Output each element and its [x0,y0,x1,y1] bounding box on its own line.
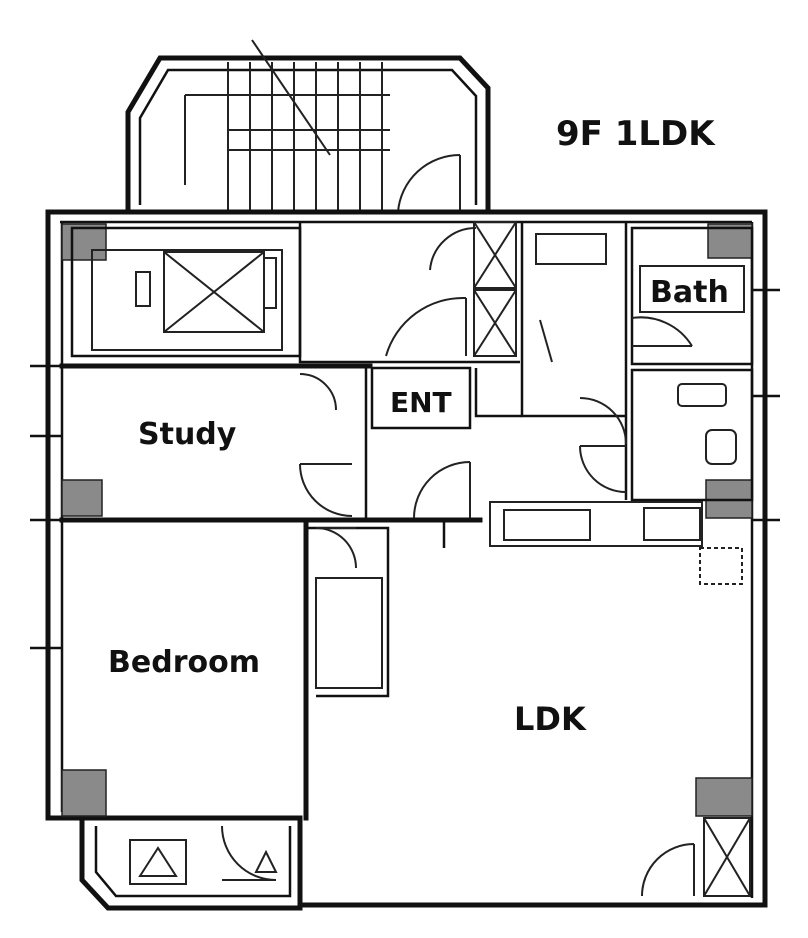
room-label-bath: Bath [650,275,729,310]
bathroom: Bath [630,226,754,366]
balcony [129,825,278,885]
inner-hall [413,461,471,548]
room-label-ldk: LDK [514,700,587,738]
entrance: ENT [370,366,522,430]
ldk-room: LDK [514,700,751,897]
bedroom-room: Bedroom [108,517,390,821]
room-label-study: Study [138,417,237,452]
floor-plan-title: 9F 1LDK [556,114,716,154]
wall-ticks [30,288,780,650]
room-label-entrance: ENT [390,386,452,419]
exterior-walls [45,209,768,911]
stairwell [125,39,491,215]
study-room: Study [59,363,483,523]
hallway-storage [298,221,520,364]
kitchen-counter [489,501,743,585]
room-label-bedroom: Bedroom [108,645,260,680]
toilet-area [579,368,754,502]
staircase [184,39,390,210]
closet [520,222,628,500]
structural-columns [61,223,753,817]
utility-room [70,226,302,358]
